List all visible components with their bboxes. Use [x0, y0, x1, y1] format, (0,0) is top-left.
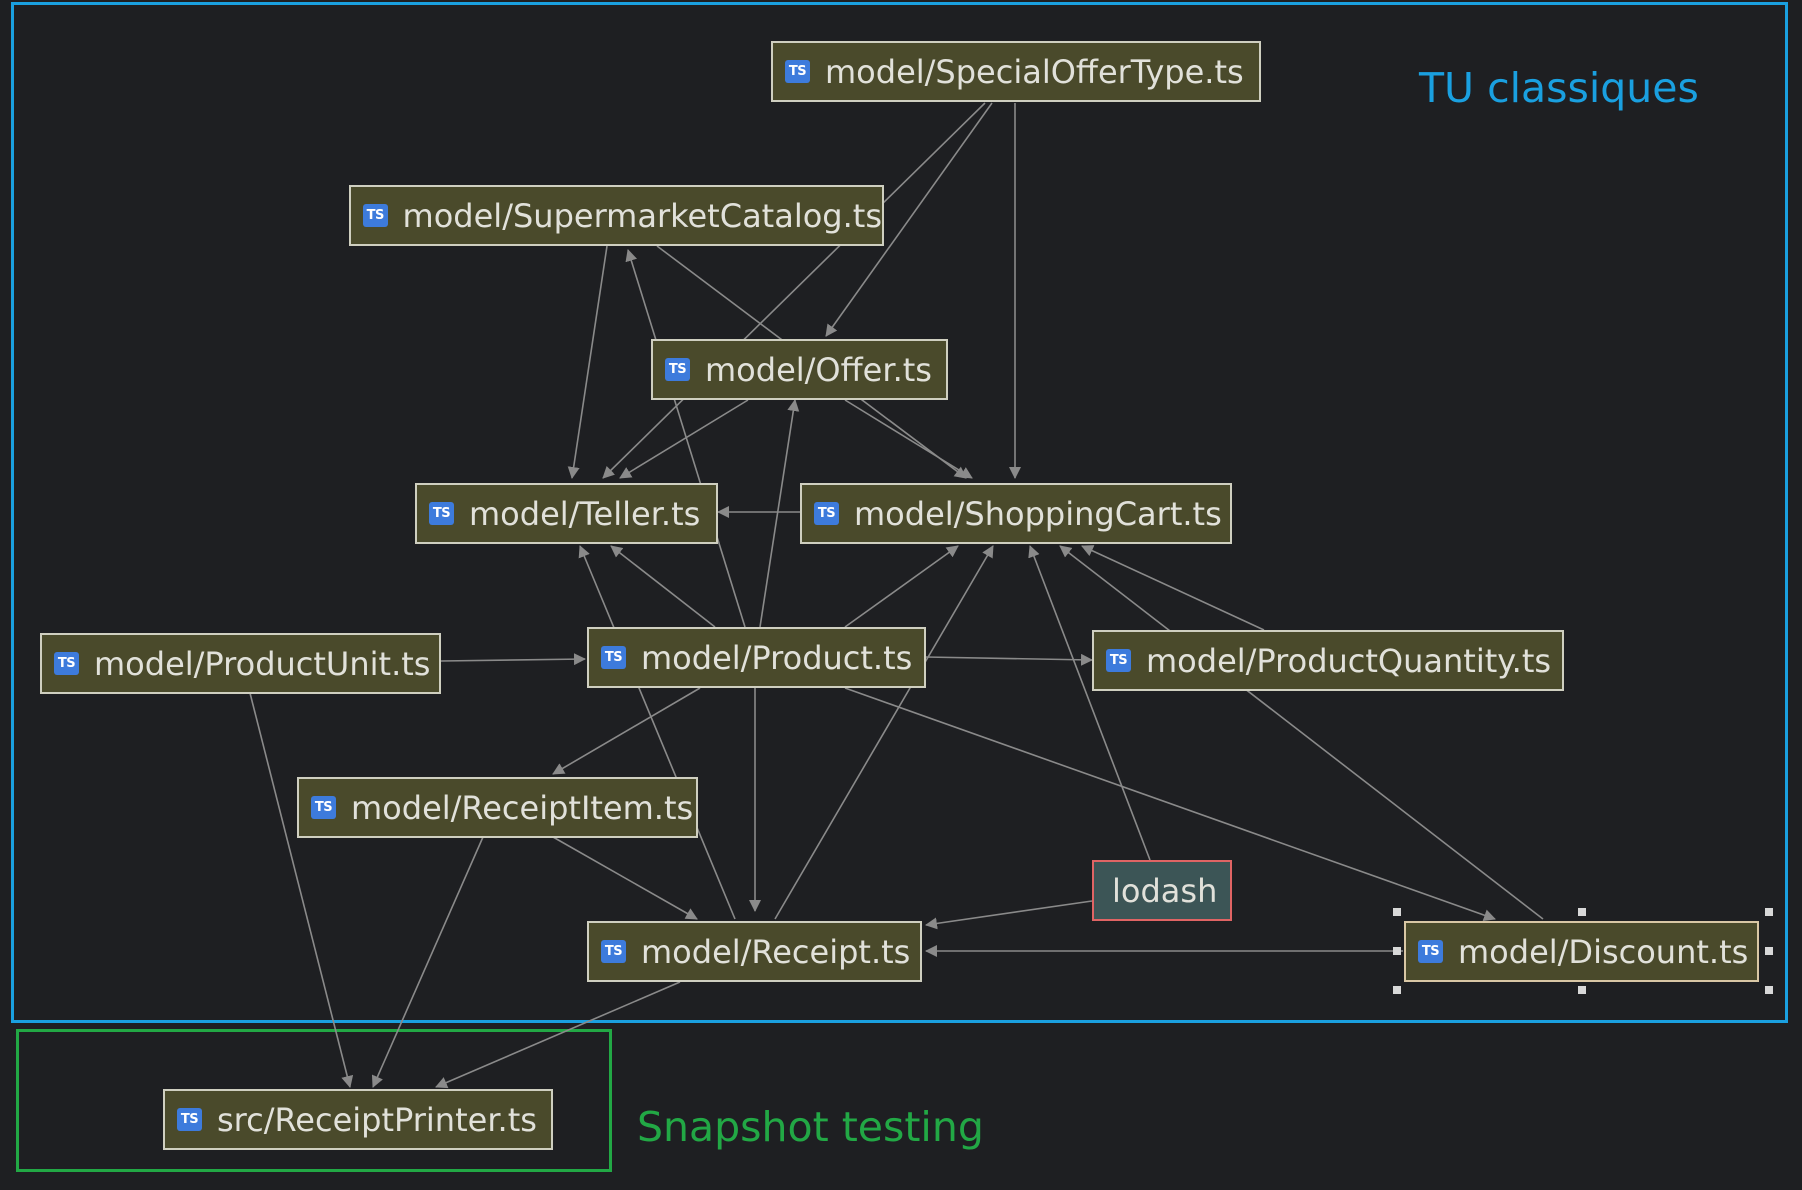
edge-product-receiptitem: [552, 687, 701, 775]
edge-product-discount: [844, 687, 1496, 921]
node-label: model/Product.ts: [641, 638, 913, 677]
edge-receiptitem-receiptprinter: [371, 836, 484, 1088]
typescript-icon: TS: [785, 60, 810, 83]
resize-handle-top-right[interactable]: [1765, 908, 1773, 916]
edge-productunit-product: [440, 653, 586, 666]
edge-specialoffertype-teller: [602, 102, 986, 479]
typescript-icon: TS: [665, 358, 690, 381]
resize-handle-top[interactable]: [1578, 908, 1586, 916]
node-product-quantity[interactable]: TS model/ProductQuantity.ts: [1092, 630, 1564, 691]
edge-product-offer: [759, 399, 800, 628]
typescript-icon: TS: [311, 796, 336, 819]
edge-product-catalog: [625, 249, 746, 628]
resize-handle-bottom[interactable]: [1578, 986, 1586, 994]
node-label: model/ShoppingCart.ts: [854, 494, 1222, 533]
node-supermarket-catalog[interactable]: TS model/SupermarketCatalog.ts: [349, 185, 884, 246]
edge-receipt-receiptprinter: [435, 981, 681, 1089]
tu-classiques-region: [11, 2, 1788, 1023]
resize-handle-bottom-left[interactable]: [1393, 986, 1401, 994]
resize-handle-left[interactable]: [1393, 947, 1401, 955]
node-offer[interactable]: TS model/Offer.ts: [651, 339, 948, 400]
typescript-icon: TS: [814, 502, 839, 525]
node-product[interactable]: TS model/Product.ts: [587, 627, 926, 688]
resize-handle-right[interactable]: [1765, 947, 1773, 955]
node-receipt-printer[interactable]: TS src/ReceiptPrinter.ts: [163, 1089, 553, 1150]
node-label: model/ReceiptItem.ts: [351, 788, 694, 827]
node-special-offer-type[interactable]: TS model/SpecialOfferType.ts: [771, 41, 1261, 102]
resize-handle-top-left[interactable]: [1393, 908, 1401, 916]
typescript-icon: TS: [177, 1108, 202, 1131]
node-product-unit[interactable]: TS model/ProductUnit.ts: [40, 633, 441, 694]
node-receipt-item[interactable]: TS model/ReceiptItem.ts: [297, 777, 698, 838]
node-teller[interactable]: TS model/Teller.ts: [415, 483, 718, 544]
typescript-icon: TS: [1418, 940, 1443, 963]
edge-product-productquantity: [924, 653, 1093, 666]
typescript-icon: TS: [429, 502, 454, 525]
edge-receipt-shoppingcart: [774, 545, 994, 920]
edge-offer-shoppingcart: [844, 399, 973, 479]
tu-classiques-label: TU classiques: [1419, 64, 1699, 112]
typescript-icon: TS: [1106, 649, 1131, 672]
snapshot-testing-region: [16, 1029, 612, 1172]
typescript-icon: TS: [363, 204, 388, 227]
node-label: model/Offer.ts: [705, 350, 932, 389]
edge-product-shoppingcart: [844, 545, 959, 628]
node-discount[interactable]: TS model/Discount.ts: [1404, 921, 1759, 982]
typescript-icon: TS: [54, 652, 79, 675]
edge-lodash-shoppingcart: [1028, 545, 1151, 861]
edge-productunit-receiptprinter: [249, 692, 354, 1088]
edge-receiptitem-receipt: [552, 836, 698, 920]
node-label: model/Teller.ts: [469, 494, 701, 533]
node-label: model/ProductUnit.ts: [94, 644, 431, 683]
node-receipt[interactable]: TS model/Receipt.ts: [587, 921, 922, 982]
node-label: model/SupermarketCatalog.ts: [402, 196, 882, 235]
node-label: model/SpecialOfferType.ts: [825, 52, 1244, 91]
node-label: model/Discount.ts: [1458, 932, 1749, 971]
node-label: lodash: [1112, 871, 1218, 910]
node-label: model/Receipt.ts: [641, 932, 911, 971]
edge-product-teller: [610, 545, 716, 628]
typescript-icon: TS: [601, 646, 626, 669]
edge-productquantity-shoppingcart: [1081, 545, 1265, 631]
typescript-icon: TS: [601, 940, 626, 963]
resize-handle-bottom-right[interactable]: [1765, 986, 1773, 994]
edge-receipt-teller: [578, 545, 736, 920]
edge-discount-shoppingcart: [1059, 545, 1544, 920]
edge-offer-teller: [619, 399, 749, 479]
snapshot-testing-label: Snapshot testing: [637, 1103, 984, 1151]
edge-catalog-teller: [567, 245, 608, 479]
node-shopping-cart[interactable]: TS model/ShoppingCart.ts: [800, 483, 1232, 544]
edge-specialoffertype-offer: [825, 102, 993, 337]
node-label: src/ReceiptPrinter.ts: [217, 1100, 537, 1139]
node-label: model/ProductQuantity.ts: [1146, 641, 1552, 680]
node-lodash[interactable]: lodash: [1092, 860, 1232, 921]
edge-lodash-receipt: [925, 900, 1093, 930]
